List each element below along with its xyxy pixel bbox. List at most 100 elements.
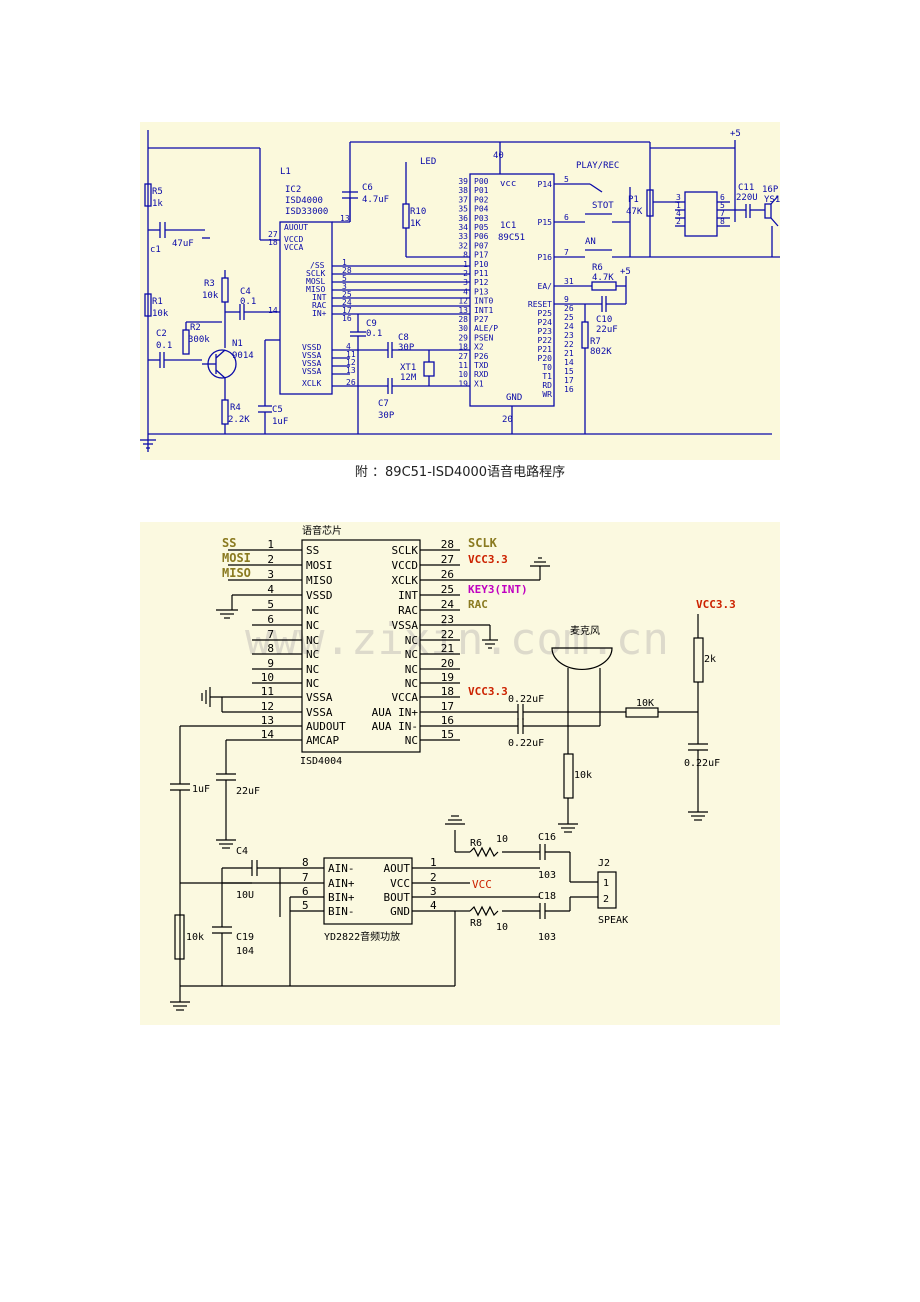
net-mosi: MOSI: [222, 551, 251, 565]
j2-pin-1: 1: [603, 878, 609, 889]
mcu-pin-number: 36: [458, 214, 468, 223]
isd4004-pin-name: SS: [306, 544, 319, 557]
amp-pin-number: 8: [302, 856, 309, 869]
mcu-pin-name: P20: [538, 354, 553, 363]
mcu-pin-number: 6: [564, 213, 569, 222]
mcu-pin-number: 19: [458, 379, 468, 388]
mcu-pin-number: 2: [463, 269, 468, 278]
amp-pin-number: 7: [720, 209, 725, 218]
mcu-pin-name: X1: [474, 379, 484, 388]
amp-pin-name: GND: [390, 905, 410, 918]
c1-label: c1: [150, 245, 161, 255]
mcu-pin-number: 22: [564, 340, 574, 349]
isd-pin-number: 24: [342, 298, 352, 307]
mcu-pin-name: RESET: [528, 300, 552, 309]
mcu-pin-number: 5: [564, 175, 569, 184]
isd4004-pin-name: VSSD: [306, 589, 333, 602]
c11-label: C11: [738, 183, 754, 193]
mcu-pin-name: P23: [538, 327, 553, 336]
isd-pin-number: 26: [346, 378, 356, 387]
mcu-pin-number: 1: [463, 260, 468, 269]
chip-name: ISD4004: [300, 756, 342, 767]
isd4004-pin-number: 24: [441, 598, 455, 611]
isd-pin-number: 4: [346, 342, 351, 351]
n1-label: N1: [232, 339, 243, 349]
isd4004-pin-number: 18: [441, 685, 454, 698]
isd4004-pin-name: XCLK: [392, 574, 419, 587]
cap-022-a: 0.22uF: [508, 694, 544, 705]
mcu-pin-name: P26: [474, 352, 489, 361]
amp-pin-name: VCC: [390, 877, 410, 890]
mcu-pin-number: 12: [458, 297, 468, 306]
mcu-pin-number: 32: [458, 241, 468, 250]
c5-value: 1uF: [272, 417, 288, 427]
isd4004-pin-name: NC: [306, 663, 319, 676]
mcu-pin-name: P05: [474, 223, 489, 232]
isd-pin-number: 18: [268, 238, 278, 247]
mcu-pin-name: P24: [538, 318, 553, 327]
isd4004-pin-number: 15: [441, 728, 454, 741]
cap-022-b: 0.22uF: [508, 738, 544, 749]
c8-label: C8: [398, 333, 409, 343]
isd4004-pin-number: 19: [441, 671, 454, 684]
mcu-pin-name: INT0: [474, 297, 493, 306]
cap-1uf: 1uF: [192, 784, 210, 795]
mcu-pin-name: P07: [474, 241, 489, 250]
amp-pin-number: 6: [720, 193, 725, 202]
c6-label: C6: [362, 183, 373, 193]
isd4004-pin-name: AUDOUT: [306, 720, 346, 733]
led-label: LED: [420, 157, 436, 167]
isd-pin-number: 16: [342, 314, 352, 323]
isd4004-pin-number: 25: [441, 583, 454, 596]
amp-pin-number: 6: [302, 885, 309, 898]
microphone-label: 麦克风: [570, 625, 600, 637]
isd-pin-number: 13: [346, 366, 356, 375]
isd-pin-number: 1: [342, 258, 347, 267]
isd4004-pin-number: 26: [441, 568, 454, 581]
isd-pin-name: VSSD: [302, 343, 321, 352]
pin40-label: 40: [493, 151, 504, 161]
isd-pin-name: VCCA: [284, 243, 303, 252]
r6-label: R6: [592, 263, 603, 273]
mcu-pin-name: P10: [474, 260, 489, 269]
r7-label: R7: [590, 337, 601, 347]
isd-pin-name: VCCD: [284, 235, 303, 244]
c4-label: C4: [236, 846, 248, 857]
r1-label: R1: [152, 297, 163, 307]
mcu-pin-number: 16: [564, 385, 574, 394]
r2-label: R2: [190, 323, 201, 333]
isd4004-pin-number: 11: [261, 685, 274, 698]
isd-pin-number: 17: [342, 306, 352, 315]
isd-pin-name: VSSA: [302, 367, 321, 376]
r6-value: 4.7K: [592, 273, 614, 283]
amp-pin-number: 1: [430, 856, 437, 869]
isd4004-pin-name: NC: [405, 663, 418, 676]
r10-value: 1K: [410, 219, 421, 229]
isd4004-pin-number: 22: [441, 628, 454, 641]
mcu-pin-number: 3: [463, 278, 468, 287]
res-10k-h: 10K: [636, 698, 654, 709]
amp-pin-number: 2: [430, 871, 437, 884]
isd-pin-name: IN+: [312, 309, 327, 318]
isd4004-pin-number: 1: [267, 538, 274, 551]
ic1-label: 1C1: [500, 221, 516, 231]
mcu-pin-number: 33: [458, 232, 468, 241]
mcu-pin-number: 38: [458, 186, 468, 195]
c7-value: 30P: [378, 411, 395, 421]
isd4004-pin-number: 27: [441, 553, 454, 566]
isd-pin-name: INT: [312, 293, 327, 302]
c18-value: 103: [538, 932, 556, 943]
net-vcc33-a: VCC3.3: [468, 553, 508, 566]
isd4004-pin-name: INT: [398, 589, 418, 602]
c19-value: 104: [236, 946, 254, 957]
mcu-pin-name: P25: [538, 309, 553, 318]
schematic-isd4004-yd2822: www.zixin.com.cn: [140, 522, 780, 1025]
ic2-part-a: ISD4000: [285, 196, 323, 206]
amp-pin-name: AIN+: [328, 877, 355, 890]
mcu-pin-name: P21: [538, 345, 553, 354]
isd4004-pin-name: VSSA: [306, 691, 333, 704]
amp-pin-number: 2: [676, 217, 681, 226]
p1-value: 47K: [626, 207, 643, 217]
mcu-pin-name: P17: [474, 251, 489, 260]
net-miso: MISO: [222, 566, 251, 580]
